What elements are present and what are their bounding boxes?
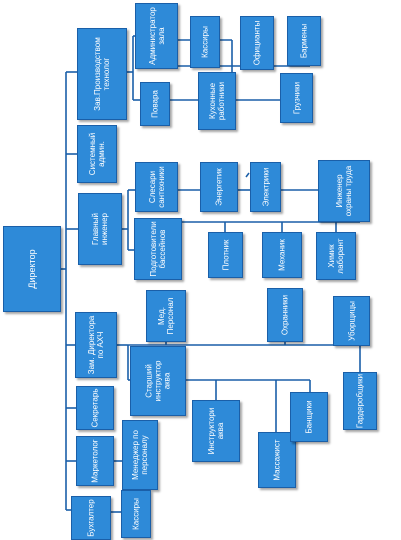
- node-label: Зав.Производством технолог: [93, 37, 111, 111]
- node-zav-prod: Зав.Производством технолог: [77, 28, 127, 120]
- node-label: Директор: [27, 249, 37, 289]
- node-kuhonnye: Кухонные работники: [198, 72, 236, 130]
- node-himik: Химик лаборант: [316, 232, 356, 280]
- node-podgotoviteli: Подготовители бассейнов: [134, 218, 182, 280]
- node-mehanik: Механик: [262, 232, 302, 278]
- node-label: Менеджер по персоналу: [131, 430, 149, 480]
- node-st-instruktor: Старший инструктор аква: [130, 346, 186, 416]
- node-kassiry-zala: Кассиры: [190, 16, 220, 68]
- node-administrator: Администратор зала: [135, 3, 178, 69]
- node-label: Банщики: [304, 400, 314, 434]
- node-label: Охранники: [280, 294, 290, 336]
- node-label: Администратор зала: [147, 7, 166, 65]
- node-label: Официанты: [252, 20, 262, 66]
- node-gruzchiki: Грузчики: [280, 73, 313, 123]
- node-oficianty: Официанты: [240, 16, 274, 70]
- node-med-personal: Мед. Персонал: [146, 290, 186, 342]
- node-label: Повара: [150, 90, 160, 118]
- node-label: Гардеробщики: [355, 373, 365, 429]
- node-barmeny: Бармены: [287, 16, 321, 66]
- node-garderobshchiki: Гардеробщики: [343, 372, 377, 430]
- node-label: Инженер охраны труда: [335, 165, 353, 217]
- node-menedzher: Менеджер по персоналу: [122, 420, 158, 490]
- node-label: Грузчики: [292, 81, 301, 115]
- node-marketolog: Маркетолог: [76, 436, 114, 486]
- node-label: Бармены: [299, 23, 309, 59]
- node-uborshchicy: Уборщицы: [333, 296, 370, 346]
- node-sekretar: Секретарь: [76, 386, 114, 430]
- node-label: Химик лаборант: [327, 238, 345, 274]
- connector-line: [245, 172, 250, 178]
- node-massazhist: Массажист: [258, 432, 296, 488]
- node-label: Секретарь: [90, 388, 100, 428]
- node-label: Кухонные работники: [208, 81, 226, 121]
- node-buhgalter: Бухгалтер: [71, 496, 111, 540]
- node-kassiry: Кассиры: [121, 490, 151, 538]
- node-slesari: Слесари сантехники: [135, 162, 178, 212]
- node-label: Электрики: [261, 167, 270, 207]
- node-elektriki: Электрики: [250, 162, 281, 212]
- node-banshchiki: Банщики: [290, 392, 328, 442]
- node-ohranniki: Охранники: [267, 288, 303, 342]
- node-plotnik: Плотник: [208, 232, 243, 278]
- node-label: Инструктори аква: [207, 407, 225, 455]
- node-povara: Повара: [140, 82, 170, 126]
- node-label: Бухгалтер: [86, 499, 96, 537]
- node-label: Энергетик: [214, 168, 224, 206]
- node-label: Старший инструктор аква: [144, 360, 172, 402]
- node-label: Зам. Директора по АХЧ: [87, 315, 105, 375]
- node-label: Мед. Персонал: [157, 297, 175, 335]
- node-label: Кассиры: [200, 26, 210, 58]
- node-label: Системный админ.: [88, 132, 106, 176]
- node-glavny-inzhener: Главный инженер: [78, 193, 122, 265]
- node-sys-admin: Системный админ.: [77, 125, 117, 183]
- node-label: Плотник: [221, 239, 230, 271]
- node-energetik: Энергетик: [200, 162, 238, 212]
- node-label: Слесари сантехники: [147, 166, 166, 208]
- node-label: Кассиры: [131, 498, 141, 530]
- node-inzh-ohrany: Инженер охраны труда: [318, 160, 370, 222]
- node-label: Подготовители бассейнов: [149, 221, 167, 277]
- node-instruktory: Инструктори аква: [192, 400, 240, 462]
- node-label: Уборщицы: [347, 301, 356, 341]
- node-label: Маркетолог: [90, 439, 100, 483]
- node-label: Механик: [277, 239, 287, 271]
- node-director: Директор: [3, 226, 61, 312]
- node-label: Главный инженер: [91, 212, 109, 246]
- node-zam-ahch: Зам. Директора по АХЧ: [75, 312, 117, 378]
- node-label: Массажист: [272, 439, 282, 481]
